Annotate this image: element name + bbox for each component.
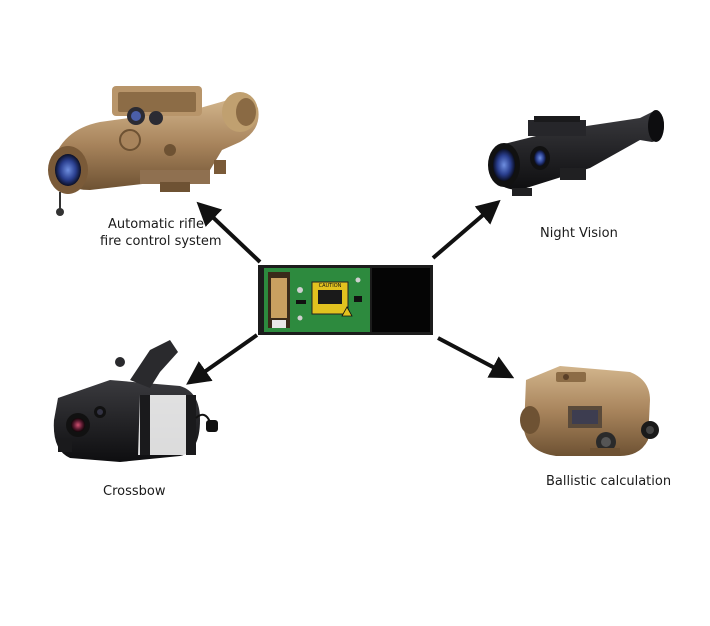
label-rifle-line2: fire control system [100,234,222,249]
crossbow-device-image [53,340,218,462]
rangefinder-module: CAUTION [258,265,433,335]
night-vision-scope-image [488,110,664,196]
caution-text: CAUTION [319,283,342,289]
arrow-to-rifle [196,201,262,264]
rifle-scope-image [48,86,259,216]
arrow-to-night-vision [431,199,501,260]
arrow-to-ballistic [437,336,515,379]
label-rifle: Automatic rifle fire control system [100,216,222,250]
optics-housing [372,268,430,332]
label-rifle-line1: Automatic rifle [108,217,204,232]
warning-triangle-icon [341,306,353,317]
label-ballistic: Ballistic calculation [546,474,672,489]
ballistic-device-image [520,366,659,456]
label-night-vision: Night Vision [540,226,618,241]
label-crossbow: Crossbow [103,484,166,499]
arrow-to-crossbow [186,333,259,385]
